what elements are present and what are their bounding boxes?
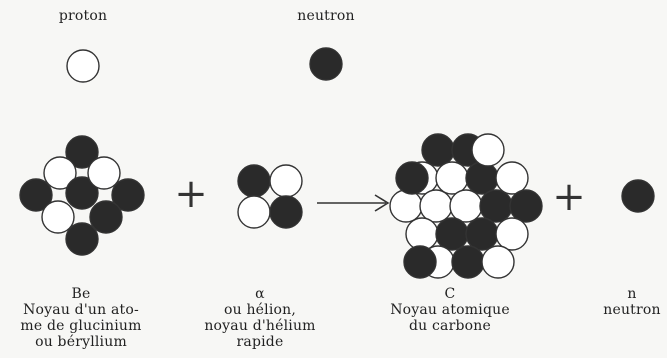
legend-proton-label: proton — [58, 8, 108, 24]
carbon-proton-particle — [481, 245, 515, 279]
caption-carbon-symbol: C — [444, 286, 456, 302]
caption-alpha-line2: noyau d'hélium — [204, 318, 316, 334]
carbon-neutron-particle — [465, 161, 499, 195]
caption-beryllium: Be Noyau d'un ato- me de glucinium ou bé… — [2, 286, 160, 350]
beryllium-neutron-particle — [65, 135, 99, 169]
beryllium-neutron-particle — [89, 200, 123, 234]
caption-alpha-symbol: α — [255, 286, 265, 302]
beryllium-proton-particle — [43, 156, 77, 190]
beryllium-proton-particle — [41, 200, 75, 234]
carbon-neutron-particle — [435, 217, 469, 251]
carbon-proton-particle — [389, 189, 423, 223]
legend-neutron-circle — [309, 47, 343, 81]
caption-beryllium-line3: ou béryllium — [35, 334, 127, 350]
carbon-proton-particle — [495, 161, 529, 195]
caption-carbon-line1: Noyau atomique — [390, 302, 510, 318]
free-neutron — [621, 179, 655, 213]
beryllium-proton-particle — [87, 156, 121, 190]
carbon-proton-particle — [435, 161, 469, 195]
carbon-neutron-particle — [479, 189, 513, 223]
caption-neutron-symbol: n — [627, 286, 637, 302]
plus-sign-2: + — [552, 174, 586, 220]
caption-beryllium-symbol: Be — [71, 286, 91, 302]
legend-neutron-label: neutron — [297, 8, 355, 24]
caption-neutron-line1: neutron — [603, 302, 661, 318]
caption-alpha: α ou hélion, noyau d'hélium rapide — [185, 286, 335, 350]
caption-beryllium-line1: Noyau d'un ato- — [23, 302, 139, 318]
carbon-proton-particle — [405, 217, 439, 251]
carbon-neutron-particle — [403, 245, 437, 279]
reaction-arrow — [317, 194, 390, 212]
carbon-neutron-particle — [451, 245, 485, 279]
caption-beryllium-line2: me de glucinium — [20, 318, 142, 334]
carbon-proton-particle — [495, 217, 529, 251]
caption-neutron: n neutron — [597, 286, 667, 318]
carbon-proton-particle — [419, 189, 453, 223]
carbon-proton-particle — [449, 189, 483, 223]
carbon-neutron-particle — [509, 189, 543, 223]
alpha-proton-particle — [237, 195, 271, 229]
caption-alpha-line1: ou hélion, — [223, 302, 297, 318]
beryllium-neutron-particle — [19, 178, 53, 212]
carbon-neutron-particle — [421, 133, 455, 167]
beryllium-neutron-particle — [65, 222, 99, 256]
carbon-neutron-particle — [395, 161, 429, 195]
caption-carbon: C Noyau atomique du carbone — [375, 286, 525, 334]
alpha-proton-particle — [269, 164, 303, 198]
plus-sign-1: + — [174, 171, 208, 217]
caption-carbon-line2: du carbone — [408, 318, 491, 334]
beryllium-neutron-particle — [65, 176, 99, 210]
beryllium-nucleus — [19, 135, 145, 256]
free_neutron-neutron-particle — [621, 179, 655, 213]
carbon-nucleus — [389, 133, 543, 279]
carbon-neutron-particle — [465, 217, 499, 251]
alpha-neutron-particle — [237, 164, 271, 198]
alpha-neutron-particle — [269, 195, 303, 229]
carbon-proton-particle — [471, 133, 505, 167]
legend-proton-circle — [66, 49, 100, 83]
beryllium-neutron-particle — [111, 178, 145, 212]
caption-alpha-line3: rapide — [236, 334, 284, 350]
alpha-nucleus — [237, 164, 303, 229]
